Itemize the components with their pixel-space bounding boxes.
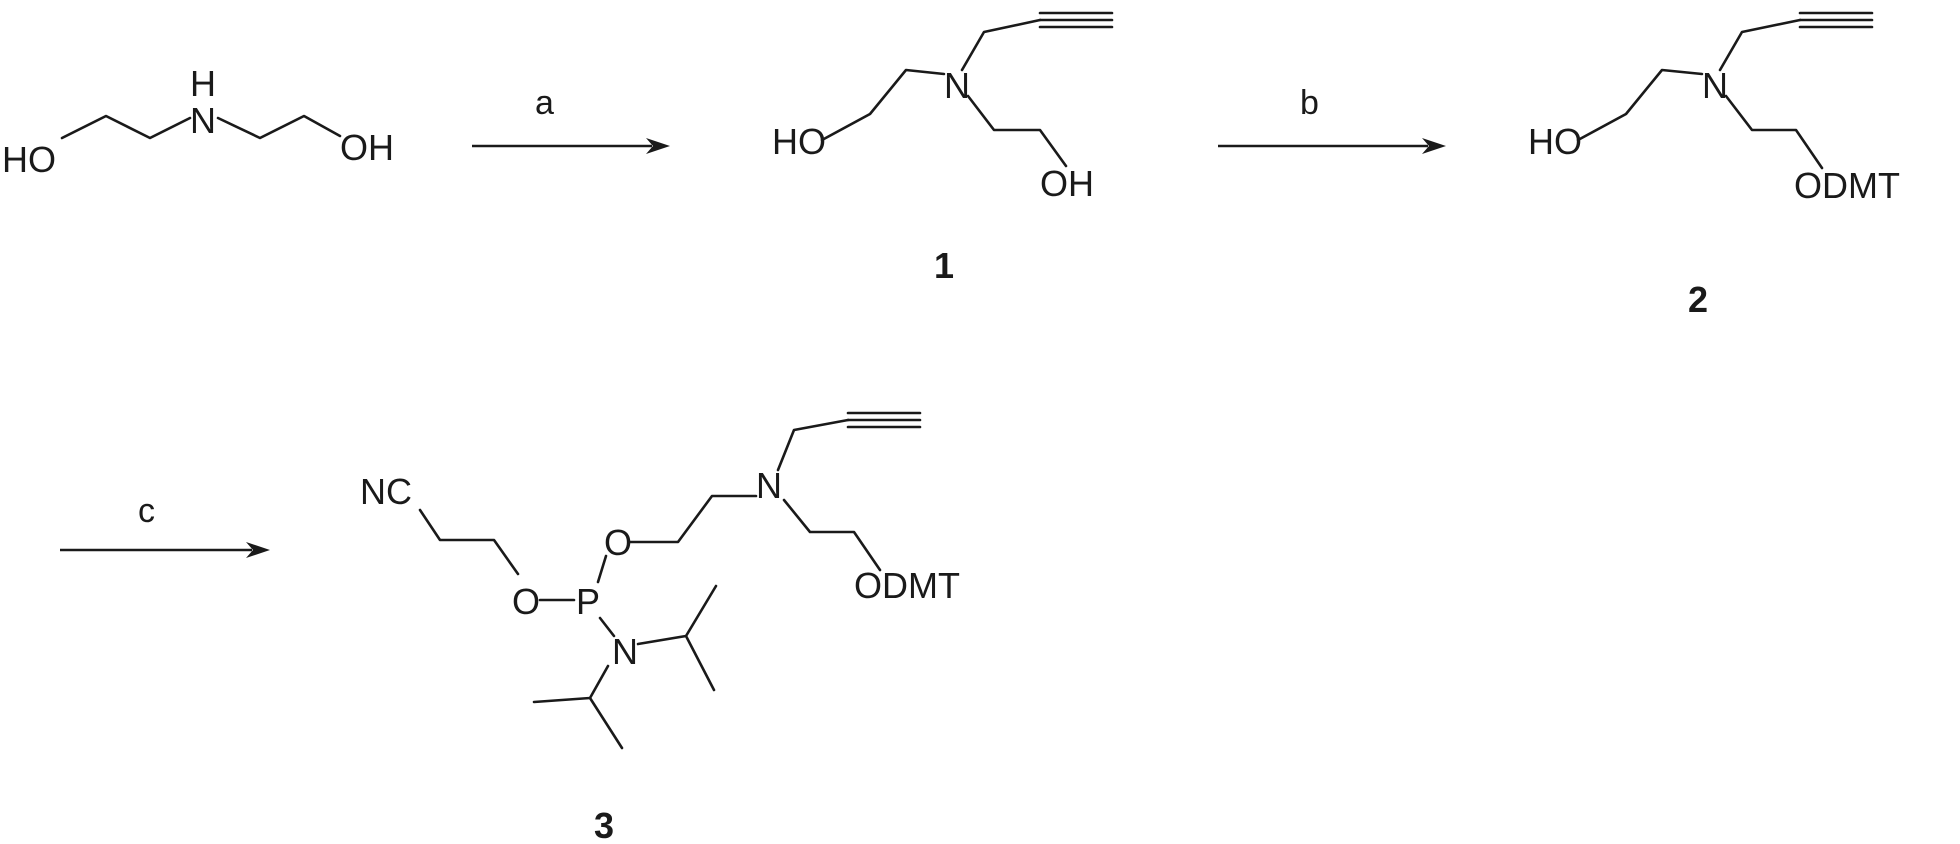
atom-label-n: N xyxy=(944,65,970,106)
atom-label-h: H xyxy=(190,63,216,104)
arrow-label-a: a xyxy=(535,84,554,122)
bond-n-odmt xyxy=(1724,94,1824,170)
atom-label-n: N xyxy=(190,100,216,141)
compound-number-3: 3 xyxy=(594,805,614,844)
atom-label-ho: HO xyxy=(1528,121,1582,162)
bond-p-n xyxy=(598,616,616,638)
compound-1: N HO OH 1 xyxy=(772,11,1114,286)
bond-ho-n xyxy=(1576,68,1704,142)
atom-label-odmt: ODMT xyxy=(1794,165,1900,206)
bond-n-oh xyxy=(966,94,1068,168)
atom-label-oh: OH xyxy=(340,127,394,168)
bond-n-odmt xyxy=(782,498,882,572)
compound-3: NC O P O N N ODMT 3 xyxy=(360,411,960,844)
atom-label-p: P xyxy=(576,581,600,622)
reaction-arrow-a: a xyxy=(472,84,670,154)
bond-o-chain-n xyxy=(628,494,758,544)
bond-isopropyl-right xyxy=(636,584,718,646)
atom-label-o-left: O xyxy=(512,581,540,622)
bond-chain-right xyxy=(216,114,342,140)
arrow-label-b: b xyxy=(1300,84,1319,122)
starting-material-diethanolamine: HO H N OH xyxy=(2,63,394,180)
arrow-label-c: c xyxy=(138,492,155,530)
bond-cyanoethyl xyxy=(418,508,520,576)
compound-number-2: 2 xyxy=(1688,279,1708,320)
bond-n-propargyl xyxy=(776,418,850,472)
bond-isopropyl-lower-methyl xyxy=(588,696,624,750)
atom-label-n-amine: N xyxy=(756,465,782,506)
atom-label-n: N xyxy=(1702,65,1728,106)
bond-ho-n xyxy=(820,68,946,142)
atom-label-n-phosphoramidite: N xyxy=(612,631,638,672)
atom-label-nc: NC xyxy=(360,471,412,512)
bond-p-o-upper xyxy=(596,554,608,584)
atom-label-o-upper: O xyxy=(604,522,632,563)
compound-number-1: 1 xyxy=(934,245,954,286)
bond-n-propargyl xyxy=(1718,18,1802,72)
atom-label-ho: HO xyxy=(2,139,56,180)
bond-isopropyl-right-methyl xyxy=(684,634,716,692)
bond-chain-left xyxy=(60,114,192,140)
bond-n-propargyl xyxy=(960,18,1042,72)
compound-2: N HO ODMT 2 xyxy=(1528,11,1900,320)
bond-isopropyl-lower xyxy=(532,664,610,704)
atom-label-oh: OH xyxy=(1040,163,1094,204)
reaction-arrow-b: b xyxy=(1218,84,1446,154)
atom-label-odmt: ODMT xyxy=(854,565,960,606)
atom-label-ho: HO xyxy=(772,121,826,162)
reaction-arrow-c: c xyxy=(60,492,270,558)
